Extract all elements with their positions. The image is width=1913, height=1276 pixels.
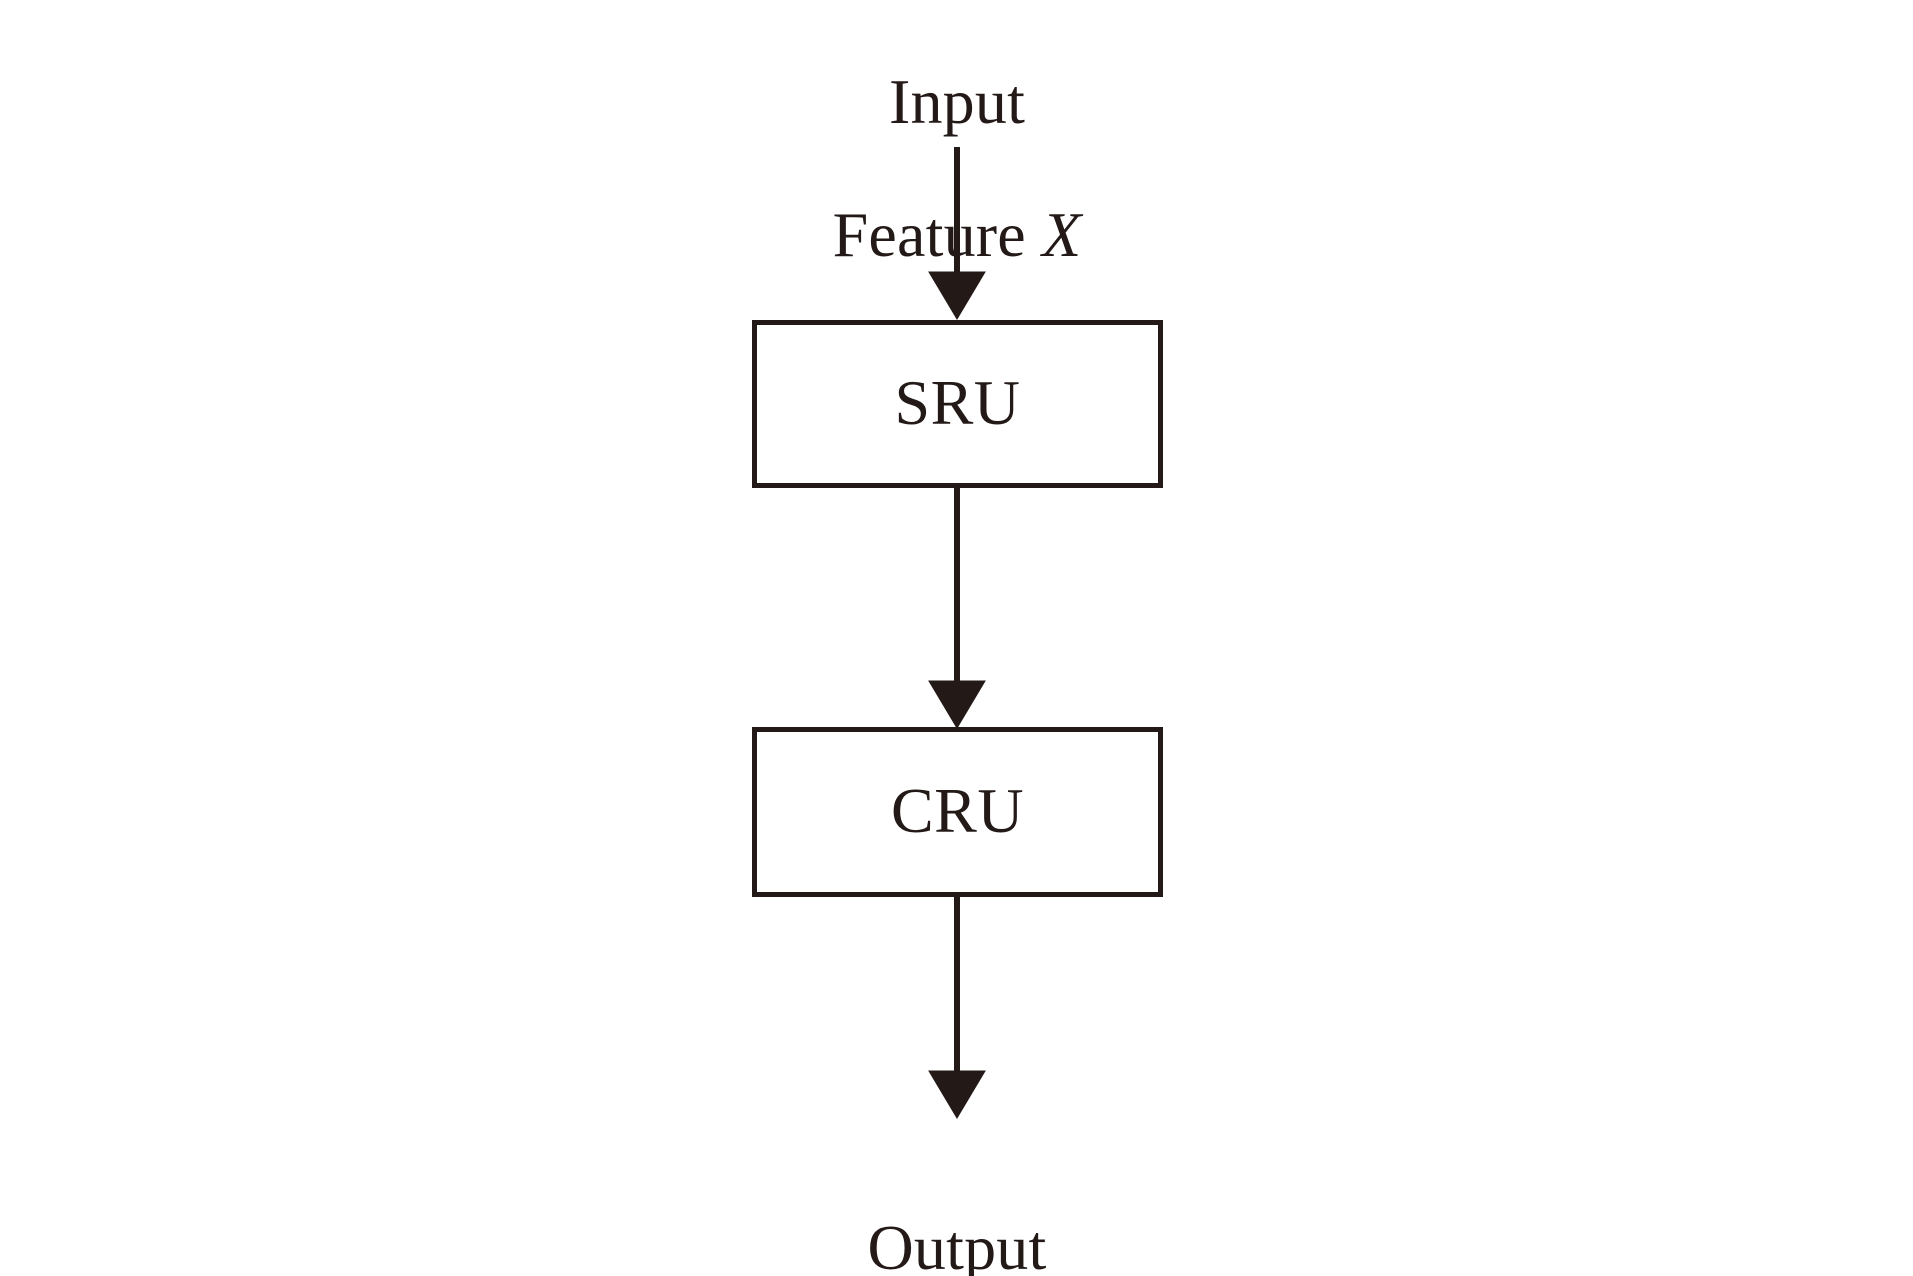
edge-cru-to-output: [928, 897, 986, 1119]
input-label-symbol: X: [1042, 198, 1082, 270]
output-feature-label: Output Feature Y: [657, 1148, 1257, 1276]
process-box-sru[interactable]: SRU: [752, 320, 1163, 488]
process-box-cru[interactable]: CRU: [752, 727, 1163, 897]
process-box-cru-label: CRU: [890, 775, 1025, 846]
edge-input-to-sru: [928, 147, 986, 320]
process-box-sru-label: SRU: [894, 367, 1021, 438]
input-label-text: Feature: [832, 198, 1043, 270]
output-label-line-1: Output: [867, 1211, 1047, 1276]
input-feature-label: Input Feature X: [657, 2, 1257, 335]
input-label-line-2: Feature X: [657, 198, 1257, 270]
edge-sru-to-cru: [928, 488, 986, 729]
input-label-line-1: Input: [888, 65, 1026, 137]
